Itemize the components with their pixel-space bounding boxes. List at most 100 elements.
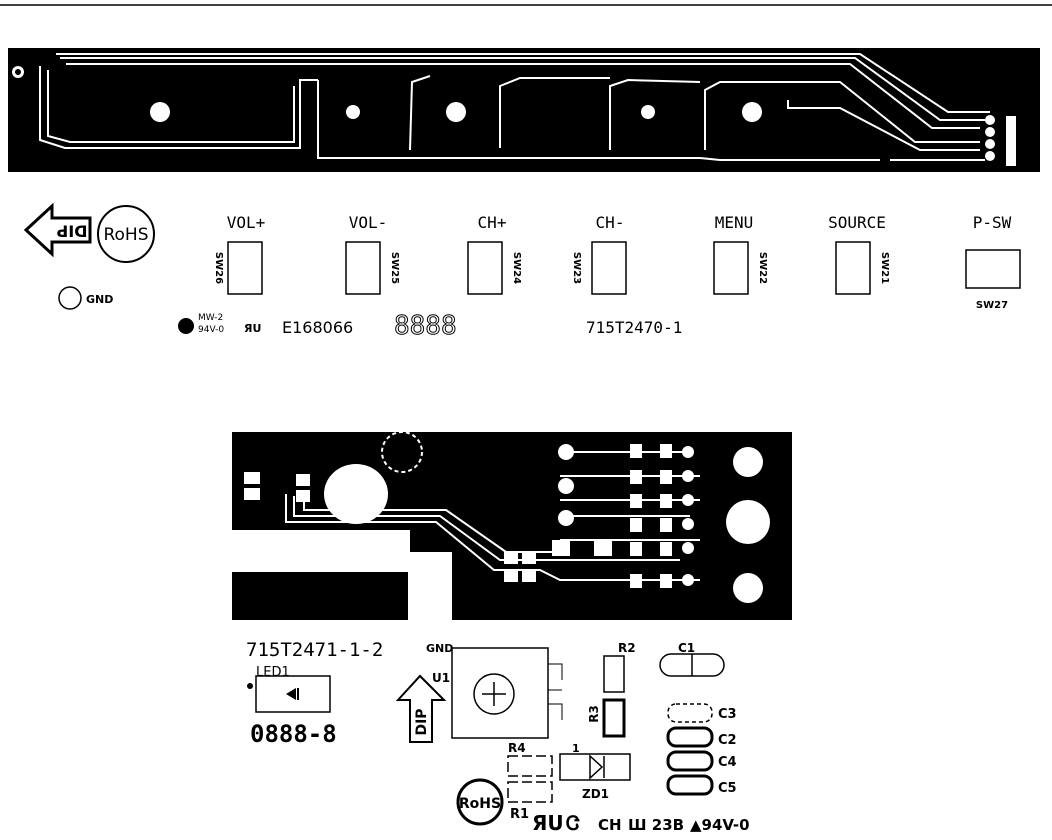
r2-footprint xyxy=(603,655,625,693)
r1-footprint xyxy=(507,781,553,803)
label-ch-minus: CH- xyxy=(596,213,625,232)
u1-footprint xyxy=(451,647,549,739)
pad xyxy=(504,552,518,564)
r1-label: R1 xyxy=(510,807,529,822)
pad xyxy=(985,115,995,125)
switch-sw26 xyxy=(227,241,263,295)
pad xyxy=(244,488,260,500)
marker-dot xyxy=(1034,102,1038,106)
u1-pin-outline xyxy=(548,663,563,680)
date-code-bottom: 0888-8 xyxy=(250,720,337,748)
zd1-label: ZD1 xyxy=(582,787,609,801)
pad xyxy=(660,574,672,588)
r3-footprint xyxy=(602,698,626,738)
trace xyxy=(47,70,295,143)
pad xyxy=(660,444,672,458)
trace xyxy=(56,53,990,113)
switch-sw23 xyxy=(591,241,627,295)
pad xyxy=(660,470,672,484)
zener-symbol-icon xyxy=(589,754,604,780)
c5-label: C5 xyxy=(718,781,737,796)
pad xyxy=(660,542,672,556)
label-source: SOURCE xyxy=(828,213,886,232)
rating-text: ▲94V-0 xyxy=(690,816,750,834)
gnd-pad-icon xyxy=(58,286,82,310)
switch-sw21 xyxy=(835,241,871,295)
label-menu: MENU xyxy=(715,213,754,232)
pad xyxy=(682,446,694,458)
pad xyxy=(558,444,574,460)
ch-mark: CH xyxy=(598,816,622,834)
ul-mark: ЯU xyxy=(244,322,261,335)
material-line1: MW-2 xyxy=(198,313,223,323)
part-number-bottom: 715T2471-1-2 xyxy=(246,639,383,661)
mount-hole xyxy=(733,573,763,603)
ul-file-number: E168066 xyxy=(282,318,353,337)
switch-sw25 xyxy=(345,241,381,295)
pad xyxy=(630,574,642,588)
designator-sw23: SW23 xyxy=(571,252,582,284)
designator-sw26: SW26 xyxy=(213,252,224,284)
pad xyxy=(682,542,694,554)
pad xyxy=(682,494,694,506)
trace xyxy=(704,81,980,150)
bottom-board-tab xyxy=(232,572,408,620)
trace xyxy=(409,75,431,151)
pad xyxy=(522,552,536,564)
trace xyxy=(285,494,700,581)
trace xyxy=(787,100,980,151)
r2-label: R2 xyxy=(618,641,636,655)
u1-label: U1 xyxy=(432,671,450,685)
connector-gap xyxy=(1006,116,1016,166)
zd1-footprint xyxy=(559,753,631,781)
mount-hole xyxy=(726,500,770,544)
c4-label: C4 xyxy=(718,755,737,770)
pad xyxy=(296,474,310,486)
pad xyxy=(558,478,574,494)
pad xyxy=(522,570,536,582)
pad xyxy=(641,105,655,119)
date-code: 8888 xyxy=(394,311,457,341)
trace xyxy=(317,80,880,161)
pad xyxy=(985,151,995,161)
dip-text: DIP xyxy=(56,222,87,241)
gnd-label-bottom: GND xyxy=(426,642,453,655)
top-board-silkscreen: DIP RoHS GND VOL+ VOL- CH+ CH- MENU SOUR… xyxy=(8,180,1040,346)
pad xyxy=(558,510,574,526)
pad xyxy=(504,570,518,582)
pad xyxy=(630,444,642,458)
mount-hole-outline xyxy=(381,431,423,473)
part-number-top: 715T2470-1 xyxy=(586,318,682,337)
pad xyxy=(630,518,642,532)
bottom-board-silkscreen: 715T2471-1-2 LED1 0888-8 DIP GND U1 R2 R… xyxy=(246,639,750,835)
pad xyxy=(296,490,310,502)
r4-label: R4 xyxy=(508,741,526,755)
trace xyxy=(60,57,985,121)
label-vol-plus: VOL+ xyxy=(227,213,266,232)
pad xyxy=(630,542,642,556)
led-pin1-dot xyxy=(247,683,253,689)
trace xyxy=(499,77,610,148)
pad xyxy=(660,494,672,508)
pad xyxy=(346,105,360,119)
r3-label: R3 xyxy=(587,705,601,723)
c3-label: C3 xyxy=(718,707,737,722)
designator-sw22: SW22 xyxy=(757,252,768,284)
bottom-board-copper xyxy=(232,431,792,620)
pad xyxy=(985,139,995,149)
pad xyxy=(985,127,995,137)
switch-sw22 xyxy=(713,241,749,295)
cert-text: Ш 23B xyxy=(628,816,684,834)
c2-label: C2 xyxy=(718,733,737,748)
gnd-label: GND xyxy=(86,293,113,306)
rohs-text-bottom: RoHS xyxy=(459,796,501,812)
rohs-logo-icon xyxy=(97,205,155,263)
label-ch-plus: CH+ xyxy=(478,213,507,232)
designator-sw27: SW27 xyxy=(976,300,1008,311)
c4-footprint xyxy=(666,750,714,772)
material-line2: 94V-0 xyxy=(198,325,224,335)
pad xyxy=(682,518,694,530)
pad xyxy=(742,102,762,122)
rohs-text: RoHS xyxy=(103,225,148,245)
switch-sw27 xyxy=(965,249,1021,289)
